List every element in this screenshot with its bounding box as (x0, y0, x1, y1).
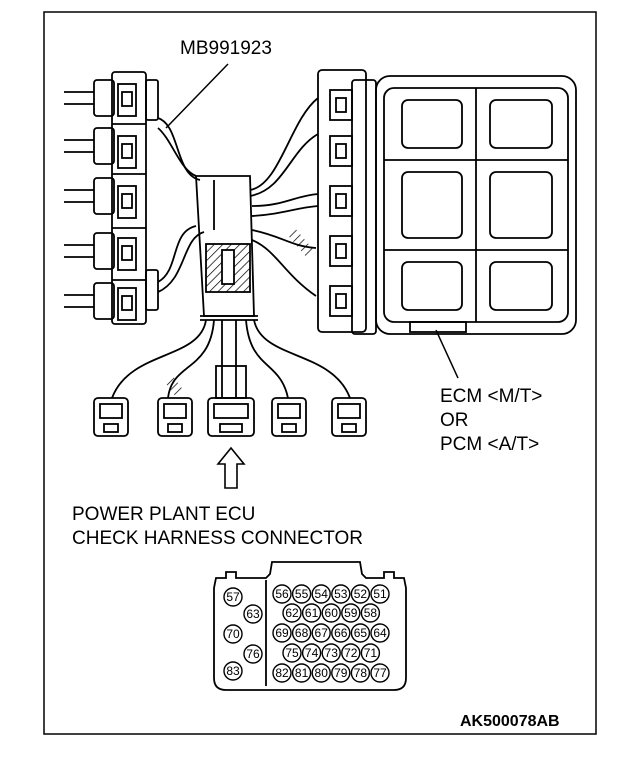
pin-73-label: 73 (325, 646, 339, 660)
pin-71-circle (360, 643, 381, 663)
pin-74-label: 74 (305, 646, 319, 660)
pin-76-label: 76 (246, 647, 260, 661)
pin-69-label: 69 (275, 626, 289, 640)
pin-81-circle (291, 663, 312, 683)
pin-62-circle (282, 603, 302, 623)
pin-51-label: 51 (373, 587, 387, 601)
pin-80-circle (311, 663, 331, 683)
pin-58-label: 58 (364, 606, 378, 620)
pin-77-label: 77 (373, 666, 387, 680)
pin-65-label: 65 (354, 626, 368, 640)
figure-frame (43, 11, 597, 735)
pin-60-label: 60 (325, 606, 339, 620)
pin-55-label: 55 (295, 587, 309, 601)
pin-71-label: 71 (364, 646, 378, 660)
tool-leader-line (165, 63, 229, 129)
pin-76-circle (243, 644, 263, 664)
pin-54-label: 54 (315, 587, 329, 601)
arrow-up-icon (216, 446, 246, 489)
pin-59-label: 59 (344, 606, 358, 620)
pin-80-label: 80 (315, 666, 329, 680)
pin-52-circle (350, 584, 371, 604)
connector-face (213, 561, 407, 691)
pin-79-label: 79 (334, 666, 348, 680)
pin-53-label: 53 (334, 587, 348, 601)
harness-cables (111, 97, 351, 399)
pin-63-label: 63 (246, 607, 260, 621)
pin-77-circle (370, 663, 390, 683)
pin-66-label: 66 (334, 626, 348, 640)
pcm-label: PCM <A/T> (440, 434, 539, 455)
pin-61-label: 61 (305, 606, 319, 620)
pin-75-label: 75 (285, 646, 299, 660)
pin-57-circle (223, 587, 243, 607)
pin-61-circle (301, 603, 322, 623)
pin-62-label: 62 (285, 606, 299, 620)
pin-60-circle (321, 603, 341, 623)
pin-70-label: 70 (226, 627, 240, 641)
left-harness-connectors (64, 71, 159, 325)
pin-68-label: 68 (295, 626, 309, 640)
pin-55-circle (291, 584, 312, 604)
pin-81-label: 81 (295, 666, 309, 680)
pin-51-circle (370, 584, 390, 604)
pin-68-circle (291, 623, 312, 643)
pin-65-circle (350, 623, 371, 643)
pin-83-circle (223, 661, 243, 681)
connector-pins: 56 55 54 53 52 51 62 61 60 59 58 69 68 67 66 65 64 75 74 73… (223, 584, 390, 683)
pin-73-circle (321, 643, 341, 663)
pin-64-circle (370, 623, 390, 643)
pin-70-circle (223, 624, 243, 644)
pin-72-label: 72 (344, 646, 358, 660)
pin-75-circle (282, 643, 302, 663)
ecm-leader-line (435, 329, 459, 379)
pin-54-circle (311, 584, 331, 604)
pin-72-circle (341, 643, 361, 663)
pin-67-circle (311, 623, 331, 643)
pin-56-label: 56 (275, 587, 289, 601)
pin-67-label: 67 (315, 626, 329, 640)
ecm-pcm-unit (317, 69, 577, 335)
figure-code: AK500078AB (460, 713, 560, 730)
pin-64-label: 64 (373, 626, 387, 640)
pin-52-label: 52 (354, 587, 368, 601)
pin-63-circle (243, 604, 263, 624)
pin-66-circle (331, 623, 351, 643)
pin-58-circle (360, 603, 381, 623)
or-label: OR (440, 410, 469, 431)
pin-83-label: 83 (226, 664, 240, 678)
pin-78-label: 78 (354, 666, 368, 680)
pin-78-circle (350, 663, 371, 683)
check-connector-title-2: CHECK HARNESS CONNECTOR (72, 528, 363, 549)
pin-53-circle (331, 584, 351, 604)
pin-82-circle (272, 663, 292, 683)
check-harness-connectors (93, 397, 367, 437)
pin-69-circle (272, 623, 292, 643)
pin-56-circle (272, 584, 292, 604)
pin-79-circle (331, 663, 351, 683)
pin-57-label: 57 (226, 590, 240, 604)
pin-82-label: 82 (275, 666, 289, 680)
ecm-label: ECM <M/T> (440, 386, 542, 407)
check-connector-title-1: POWER PLANT ECU (72, 504, 255, 525)
tool-label: MB991923 (180, 38, 272, 59)
pin-59-circle (341, 603, 361, 623)
pin-74-circle (301, 643, 322, 663)
